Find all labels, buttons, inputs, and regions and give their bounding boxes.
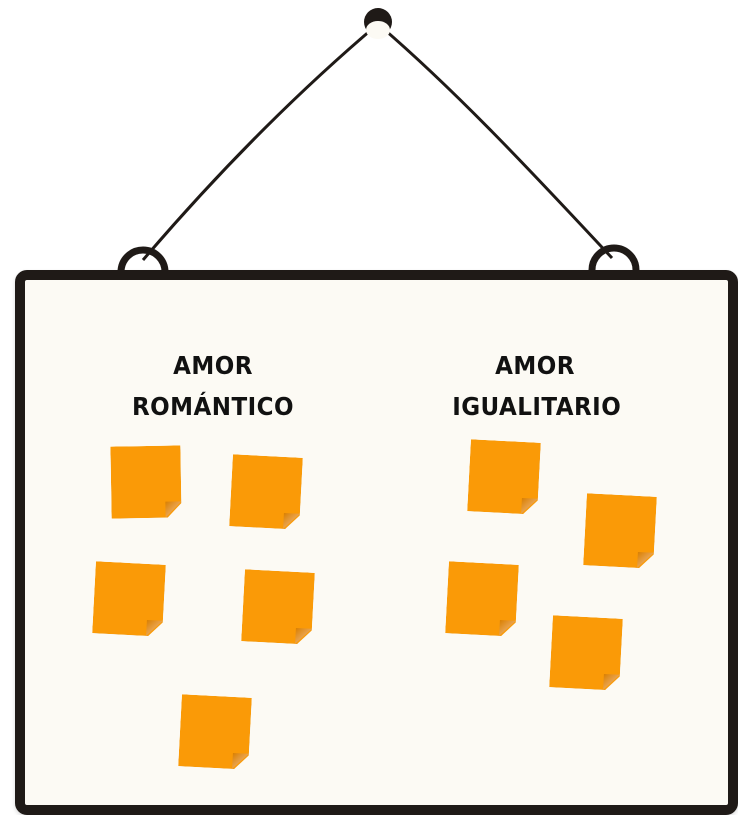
sticky-note[interactable]	[549, 615, 623, 691]
sticky-note[interactable]	[110, 445, 181, 518]
hanging-string	[117, 8, 640, 298]
string-left	[141, 22, 379, 261]
nail-icon	[364, 8, 392, 36]
title-line: AMOR	[173, 351, 253, 380]
sticky-note[interactable]	[445, 561, 519, 637]
sticky-note[interactable]	[178, 694, 252, 770]
sticky-note[interactable]	[467, 439, 541, 515]
sticky-note[interactable]	[583, 493, 657, 569]
column-title-romantico: AMOR ROMÁNTICO	[130, 345, 296, 427]
nail-highlight	[366, 21, 390, 39]
sticky-note[interactable]	[241, 569, 315, 645]
string-right	[377, 22, 614, 260]
title-line: AMOR	[495, 351, 575, 380]
column-title-igualitario: AMOR IGUALITARIO	[452, 345, 622, 427]
title-line: ROMÁNTICO	[131, 392, 295, 421]
title-line: IGUALITARIO	[452, 392, 622, 421]
sticky-note[interactable]	[92, 561, 166, 637]
whiteboard: AMOR ROMÁNTICO AMOR IGUALITARIO	[15, 270, 738, 815]
sticky-note[interactable]	[229, 454, 303, 530]
